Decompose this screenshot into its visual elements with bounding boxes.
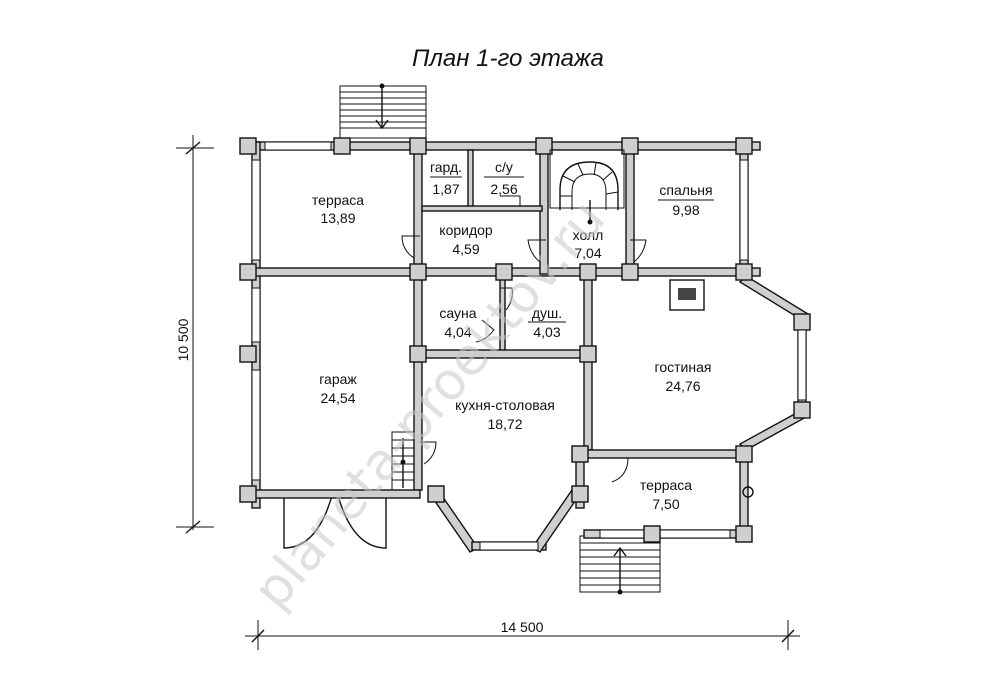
room-area: 24,54 <box>320 390 355 406</box>
room-name: коридор <box>439 222 493 238</box>
doors <box>401 195 754 498</box>
room-living: гостиная 24,76 <box>655 359 712 394</box>
plan-title: План 1-го этажа <box>412 45 604 72</box>
room-area: 4,59 <box>452 241 479 257</box>
room-name: холл <box>573 227 604 243</box>
width-label: 14 500 <box>501 619 544 635</box>
stove-icon <box>669 279 705 311</box>
room-area: 1,87 <box>432 181 459 197</box>
room-area: 18,72 <box>487 416 522 432</box>
room-name: душ. <box>532 305 562 321</box>
room-name: сауна <box>439 305 476 321</box>
watermark: planeta-proektov.ru <box>242 189 617 620</box>
room-gard: гард. 1,87 <box>430 159 462 197</box>
room-area: 7,04 <box>574 245 601 261</box>
room-name: с/у <box>495 159 513 175</box>
windows <box>251 159 807 551</box>
room-name: терраса <box>312 192 364 208</box>
room-area: 4,03 <box>533 324 560 340</box>
log-corners <box>239 137 811 543</box>
spiral-stair <box>549 149 625 225</box>
room-sauna: сауна 4,04 <box>439 305 476 340</box>
bottom-stair <box>579 535 661 595</box>
room-wc: с/у 2,56 <box>484 159 524 197</box>
room-shower: душ. 4,03 <box>528 305 566 340</box>
room-corridor: коридор 4,59 <box>439 222 493 257</box>
room-area: 13,89 <box>320 210 355 226</box>
depth-label: 10 500 <box>175 318 191 361</box>
room-name: гард. <box>430 159 462 175</box>
room-bedroom: спальня 9,98 <box>658 182 714 218</box>
room-terrace-se: терраса 7,50 <box>640 477 692 512</box>
room-garage: гараж 24,54 <box>319 371 357 406</box>
room-area: 7,50 <box>652 496 679 512</box>
room-name: терраса <box>640 477 692 493</box>
room-area: 24,76 <box>665 378 700 394</box>
room-area: 9,98 <box>672 202 699 218</box>
room-name: кухня-столовая <box>455 397 555 413</box>
dimension-depth: 10 500 <box>175 135 214 534</box>
room-name: спальня <box>659 182 712 198</box>
room-area: 4,04 <box>444 324 471 340</box>
room-hall: холл 7,04 <box>573 227 604 261</box>
dimension-width: 14 500 <box>245 619 800 650</box>
room-kitchen: кухня-столовая 18,72 <box>455 397 555 432</box>
room-name: гостиная <box>655 359 712 375</box>
room-area: 2,56 <box>490 181 517 197</box>
room-name: гараж <box>319 371 357 387</box>
room-terrace-nw: терраса 13,89 <box>312 192 364 226</box>
top-stair <box>339 83 427 139</box>
